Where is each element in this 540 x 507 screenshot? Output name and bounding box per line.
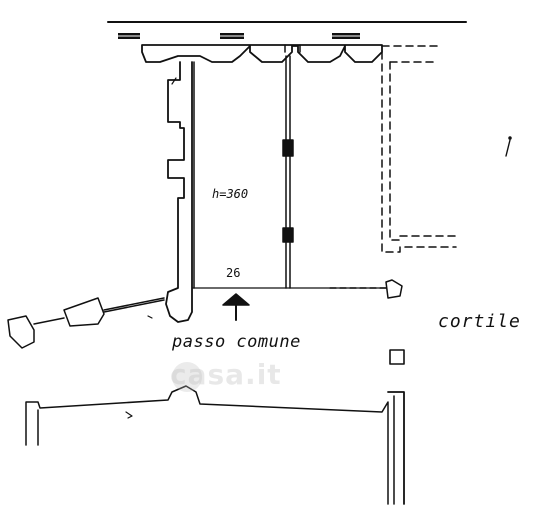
tick-mark-right	[505, 139, 511, 157]
entrance-arrow-icon	[222, 293, 250, 321]
top-wall	[141, 44, 383, 63]
left-wall	[165, 61, 193, 323]
marker-square	[389, 349, 405, 365]
tick-mark	[171, 77, 177, 85]
courtyard-label: cortile	[438, 311, 521, 332]
door-mark-lower	[282, 227, 294, 243]
height-label: h=360	[212, 187, 249, 201]
watermark-logo-icon	[172, 362, 202, 392]
external-rooms-left	[7, 297, 165, 349]
passage-label: passo comune	[172, 332, 301, 352]
width-dimension-label: 26	[226, 266, 241, 280]
tick-mark-left	[147, 315, 153, 319]
window-marks	[117, 33, 361, 39]
lower-wall	[25, 385, 405, 505]
dashed-structure	[381, 45, 457, 253]
watermark: casa.it	[170, 358, 282, 391]
door-mark-upper	[282, 139, 294, 157]
